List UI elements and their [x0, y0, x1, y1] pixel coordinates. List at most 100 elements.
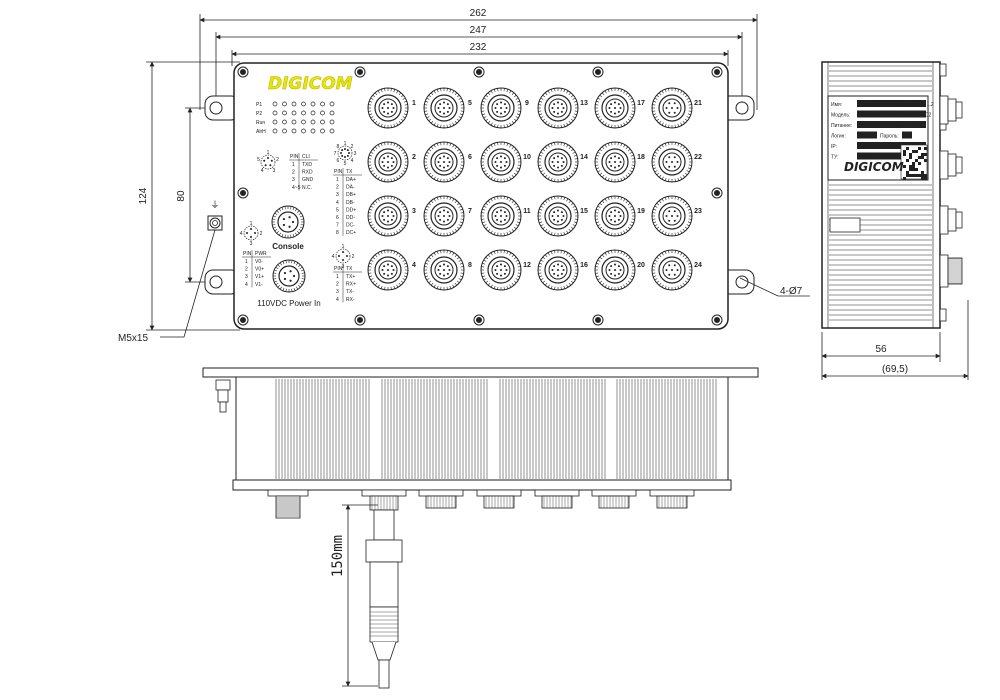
- m12-port: [537, 87, 579, 129]
- m12-port: [367, 141, 409, 183]
- table-header: PIN: [334, 169, 343, 175]
- port-number-label: 23: [694, 208, 702, 215]
- side-label-key: ТУ:: [831, 155, 839, 161]
- dim-side-depth: 56: [875, 344, 887, 355]
- port-number-label: 16: [580, 262, 588, 269]
- table-cell: DC-: [346, 223, 355, 229]
- side-power-port: [939, 254, 963, 288]
- led-label: P1: [256, 102, 262, 108]
- table-cell: 8: [336, 230, 339, 236]
- dim-mount-holes: 4-Ø7: [780, 286, 803, 297]
- screw-icon: [237, 187, 249, 199]
- led-indicator: [320, 128, 325, 134]
- m12-port: [480, 195, 522, 237]
- screw-icon: [473, 314, 485, 326]
- dim-side-depth-total: (69,5): [882, 364, 908, 375]
- screw-icon: [592, 314, 604, 326]
- side-label-key: Логин:: [831, 134, 846, 140]
- brand-logo: DIGICOM: [268, 74, 353, 94]
- power-connector: [272, 259, 306, 293]
- port-number-label: 22: [694, 154, 702, 161]
- bottom-view: [202, 367, 759, 689]
- port-number-label: 2: [412, 154, 416, 161]
- led-indicator: [272, 119, 278, 125]
- led-label: Run: [256, 120, 265, 126]
- led-indicator: [282, 101, 287, 107]
- led-label: P2: [256, 111, 262, 117]
- side-label-key: Имя:: [831, 102, 842, 108]
- m12-port: [651, 195, 693, 237]
- led-indicator: [291, 101, 297, 107]
- m12-port: [651, 87, 693, 129]
- side-label-key: Питание:: [831, 123, 852, 129]
- m12-port: [423, 87, 465, 129]
- table-cell: 1: [336, 274, 339, 280]
- m12-port: [537, 195, 579, 237]
- port-number-label: 7: [468, 208, 472, 215]
- side-label-value: AgileM12-HB-4CE2P-WAN-MC2: [859, 113, 932, 119]
- m12-port: [651, 249, 693, 291]
- side-label-value: 123: [903, 134, 912, 140]
- table-cell: 1: [245, 259, 248, 265]
- port-number-label: 5: [468, 100, 472, 107]
- pin-number: 4: [240, 231, 243, 237]
- m12-port: [537, 141, 579, 183]
- screw-icon: [473, 66, 485, 78]
- pin-number: 6: [337, 158, 340, 164]
- port-number-label: 3: [412, 208, 416, 215]
- table-cell: 4: [245, 282, 248, 288]
- port-number-label: 9: [525, 100, 529, 107]
- led-indicator: [310, 101, 316, 107]
- table-cell: 3: [245, 274, 248, 280]
- m12-port: [594, 249, 636, 291]
- screw-icon: [237, 66, 249, 78]
- dim-ground-screw: M5x15: [118, 333, 148, 344]
- table-cell: V1+: [255, 274, 264, 280]
- table-cell: 1: [336, 177, 339, 183]
- port-number-label: 4: [412, 262, 416, 269]
- dim-overall-height: 124: [138, 187, 149, 204]
- table-cell: RX+: [346, 282, 356, 288]
- bottom-port: [649, 489, 695, 509]
- side-label-plate: Имя:Промышленный коммутатор 1.2Модель:Ag…: [827, 95, 934, 181]
- led-indicator: [310, 119, 316, 125]
- power-label: 110VDC Power In: [257, 299, 320, 308]
- table-cell: 2: [245, 267, 248, 273]
- table-cell: TX+: [346, 274, 355, 280]
- console-label: Console: [272, 242, 304, 251]
- pin-number: 2: [276, 157, 279, 163]
- m12-port: [480, 87, 522, 129]
- led-indicator: [329, 128, 335, 134]
- table-cell: 3: [292, 177, 295, 183]
- top-dimensions: [199, 14, 758, 110]
- table-cell: 7: [336, 223, 339, 229]
- bottom-port: [534, 489, 580, 509]
- side-port: [939, 150, 963, 180]
- port-number-label: 19: [637, 208, 645, 215]
- dim-body-width: 232: [470, 42, 487, 53]
- screw-icon: [354, 314, 366, 326]
- side-label-value: Промышленный коммутатор 1.2: [859, 101, 934, 108]
- screw-icon: [711, 66, 723, 78]
- port-number-label: 1: [412, 100, 416, 107]
- pin-number: 2: [352, 254, 355, 260]
- led-indicator: [320, 110, 325, 116]
- led-label: AlrH: [256, 129, 266, 135]
- port-number-label: 12: [523, 262, 531, 269]
- table-cell: 6: [336, 215, 339, 221]
- table-cell: V1-: [255, 282, 263, 288]
- table-cell: 2: [336, 282, 339, 288]
- led-indicator: [310, 110, 316, 116]
- side-brand-logo: DIGICOM: [844, 160, 904, 174]
- pin-number: 5: [344, 161, 347, 167]
- led-indicator: [329, 101, 335, 107]
- port-number-label: 24: [694, 262, 702, 269]
- dim-mounting-width: 247: [470, 25, 487, 36]
- cable-connector-assembly: [361, 489, 407, 689]
- table-header: CLI: [302, 154, 310, 160]
- table-cell: DD-: [346, 215, 355, 221]
- table-cell: TX-: [346, 289, 354, 295]
